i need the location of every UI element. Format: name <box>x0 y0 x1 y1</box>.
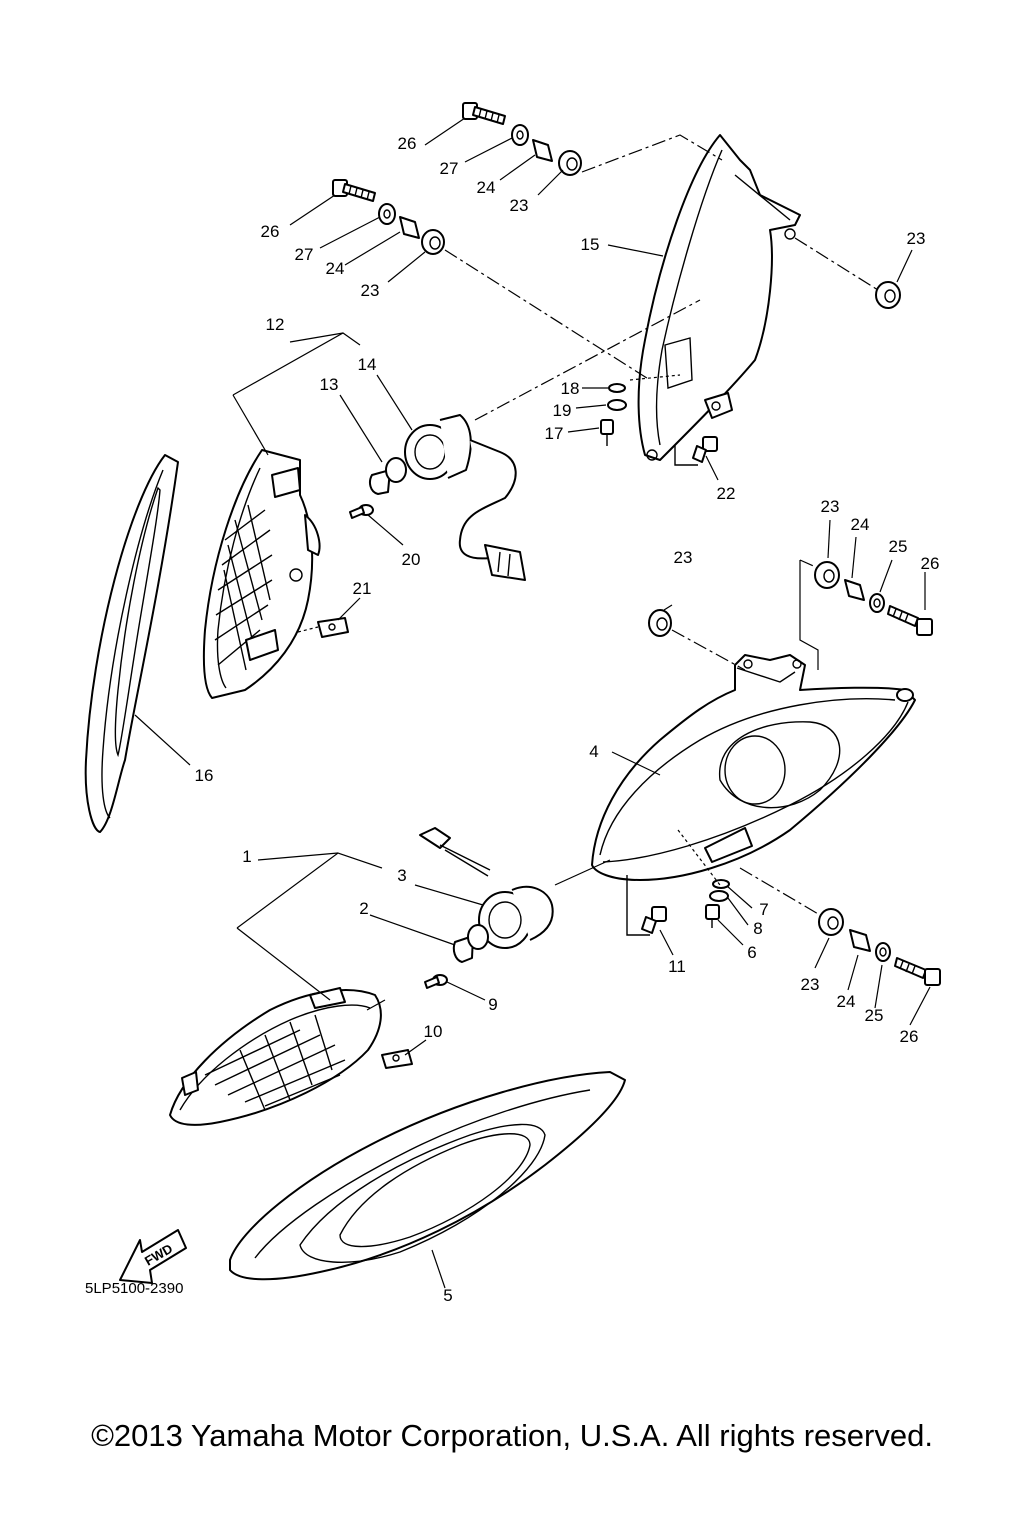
callout-16: 16 <box>195 766 214 785</box>
callout-6: 6 <box>747 943 756 962</box>
upper-bracket-part-15 <box>637 134 801 461</box>
callout-8: 8 <box>753 919 762 938</box>
clip-nut-part-21 <box>317 617 349 638</box>
callout-23-a: 23 <box>510 196 529 215</box>
callout-24-a: 24 <box>477 178 496 197</box>
washers-parts-18-19-screw-17 <box>600 383 627 446</box>
upper-bolt-stack-2 <box>332 179 445 255</box>
callout-21: 21 <box>353 579 372 598</box>
callout-14: 14 <box>358 355 377 374</box>
callout-27-a: 27 <box>440 159 459 178</box>
callout-27-b: 27 <box>295 245 314 264</box>
callout-26-d: 26 <box>900 1027 919 1046</box>
callout-15: 15 <box>581 235 600 254</box>
drawing-code: 5LP5100-2390 <box>85 1280 183 1297</box>
callout-12: 12 <box>266 315 285 334</box>
callout-25-b: 25 <box>865 1006 884 1025</box>
upper-bulb-part-13 <box>369 457 407 495</box>
callout-5: 5 <box>443 1286 452 1305</box>
callout-24-b: 24 <box>326 259 345 278</box>
callout-11: 11 <box>668 957 686 976</box>
callout-labels: 1 2 3 4 5 6 7 8 9 10 11 12 13 14 15 16 1… <box>195 134 940 1305</box>
callout-4: 4 <box>589 742 598 761</box>
callout-17: 17 <box>545 424 564 443</box>
screw-part-20 <box>349 504 374 519</box>
right-bolt-stack-upper <box>814 561 933 636</box>
lower-bulb-part-2 <box>452 924 489 963</box>
callout-24-c: 24 <box>851 515 870 534</box>
callout-26-a: 26 <box>398 134 417 153</box>
callout-2: 2 <box>359 899 368 918</box>
callout-1: 1 <box>242 847 251 866</box>
callout-23-e: 23 <box>821 497 840 516</box>
callout-19: 19 <box>553 401 572 420</box>
callout-23-b: 23 <box>361 281 380 300</box>
callout-18: 18 <box>561 379 580 398</box>
clip-nut-part-10 <box>381 1049 413 1069</box>
grommet-left-part-23 <box>648 609 672 637</box>
callout-25-a: 25 <box>889 537 908 556</box>
copyright-notice: ©2013 Yamaha Motor Corporation, U.S.A. A… <box>91 1418 933 1453</box>
right-bolt-stack-lower <box>818 908 941 986</box>
leader-lines <box>134 117 931 1289</box>
callout-7: 7 <box>759 900 768 919</box>
callout-22: 22 <box>717 484 736 503</box>
screw-part-22 <box>692 436 718 463</box>
callout-23-d: 23 <box>674 548 693 567</box>
lower-socket-part-3 <box>419 827 554 949</box>
callout-23-f: 23 <box>801 975 820 994</box>
callout-20: 20 <box>402 550 421 569</box>
callout-9: 9 <box>488 995 497 1014</box>
washers-parts-7-8-screw-6 <box>705 879 730 928</box>
screw-part-11 <box>641 906 667 934</box>
callout-23-c: 23 <box>907 229 926 248</box>
forward-direction-arrow-icon: FWD <box>119 1229 187 1284</box>
upper-lens-part-16 <box>84 454 179 833</box>
headlight-reflector-part-4 <box>591 654 916 881</box>
callout-26-c: 26 <box>921 554 940 573</box>
grommet-upper-right <box>875 281 901 309</box>
upper-socket-part-14 <box>404 414 526 581</box>
callout-13: 13 <box>320 375 339 394</box>
screw-part-9 <box>424 974 448 989</box>
lower-lamp-housing-part-1 <box>169 987 382 1126</box>
callout-10: 10 <box>424 1022 443 1041</box>
callout-26-b: 26 <box>261 222 280 241</box>
callout-24-d: 24 <box>837 992 856 1011</box>
upper-bolt-stack-1 <box>462 102 582 176</box>
callout-3: 3 <box>397 866 406 885</box>
upper-lamp-housing-part-12 <box>202 449 321 699</box>
lower-lens-part-5 <box>229 1071 626 1281</box>
